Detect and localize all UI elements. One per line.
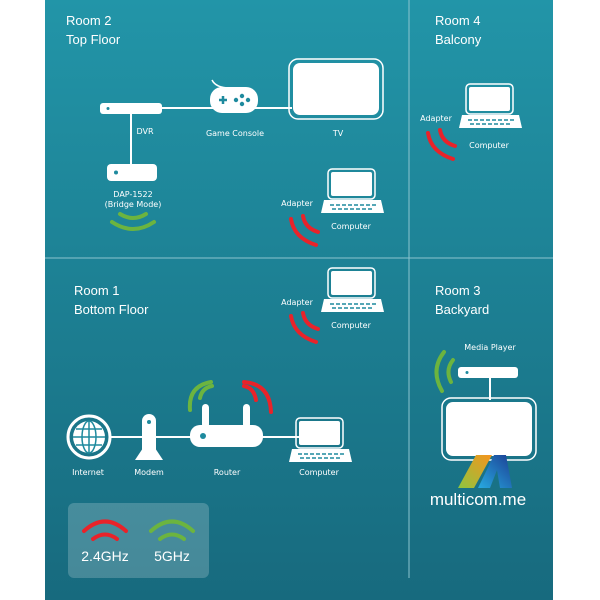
- media-player-label: Media Player: [464, 343, 516, 352]
- game-console-label: Game Console: [206, 129, 264, 138]
- legend-5ghz-label: 5GHz: [154, 548, 190, 564]
- adapter-label: Adapter: [281, 298, 313, 307]
- wifi-5ghz-icon: [149, 519, 195, 541]
- media-player-icon: [458, 367, 518, 378]
- multicom-logo: multicom.me: [430, 455, 526, 509]
- dvr-label: DVR: [136, 127, 153, 136]
- wifi-24ghz-icon: [289, 311, 320, 344]
- dap-label: DAP-1522: [113, 190, 152, 199]
- computer-label: Computer: [469, 141, 509, 150]
- legend-24ghz-label: 2.4GHz: [81, 548, 128, 564]
- wifi-24ghz-icon: [82, 519, 128, 541]
- dap-mode-label: (Bridge Mode): [105, 200, 162, 209]
- room3-title: Room 3: [435, 283, 481, 298]
- computer-label: Computer: [331, 222, 371, 231]
- computer-label: Computer: [331, 321, 371, 330]
- laptop-icon: [459, 83, 522, 128]
- modem-label: Modem: [134, 468, 164, 477]
- laptop-icon: [321, 267, 384, 312]
- wifi-5ghz-icon: [187, 380, 214, 412]
- dvr-icon: [100, 103, 162, 114]
- room2-subtitle: Top Floor: [66, 32, 121, 47]
- room4-title: Room 4: [435, 13, 481, 28]
- computer-label: Computer: [299, 468, 339, 477]
- display-icon: [441, 397, 537, 461]
- router-label: Router: [214, 468, 241, 477]
- dap-1522-icon: [107, 164, 157, 181]
- room2-title: Room 2: [66, 13, 112, 28]
- adapter-label: Adapter: [281, 199, 313, 208]
- tv-label: TV: [332, 129, 344, 138]
- laptop-icon: [289, 417, 352, 462]
- wifi-24ghz-icon: [242, 380, 273, 414]
- laptop-icon: [321, 168, 384, 213]
- tv-icon: [288, 58, 384, 120]
- modem-icon: [135, 414, 163, 460]
- room3-subtitle: Backyard: [435, 302, 489, 317]
- room1-title: Room 1: [74, 283, 120, 298]
- legend: 2.4GHz 5GHz: [68, 503, 209, 578]
- room1-subtitle: Bottom Floor: [74, 302, 149, 317]
- router-icon: [190, 404, 263, 447]
- wifi-5ghz-icon: [434, 350, 455, 393]
- wifi-24ghz-icon: [289, 214, 320, 247]
- globe-icon: [66, 414, 112, 460]
- wifi-5ghz-icon: [110, 212, 156, 231]
- adapter-label: Adapter: [420, 114, 452, 123]
- wifi-24ghz-icon: [426, 128, 457, 161]
- watermark-text: multicom.me: [430, 490, 526, 509]
- internet-label: Internet: [72, 468, 104, 477]
- game-console-icon: [210, 79, 258, 113]
- room4-subtitle: Balcony: [435, 32, 482, 47]
